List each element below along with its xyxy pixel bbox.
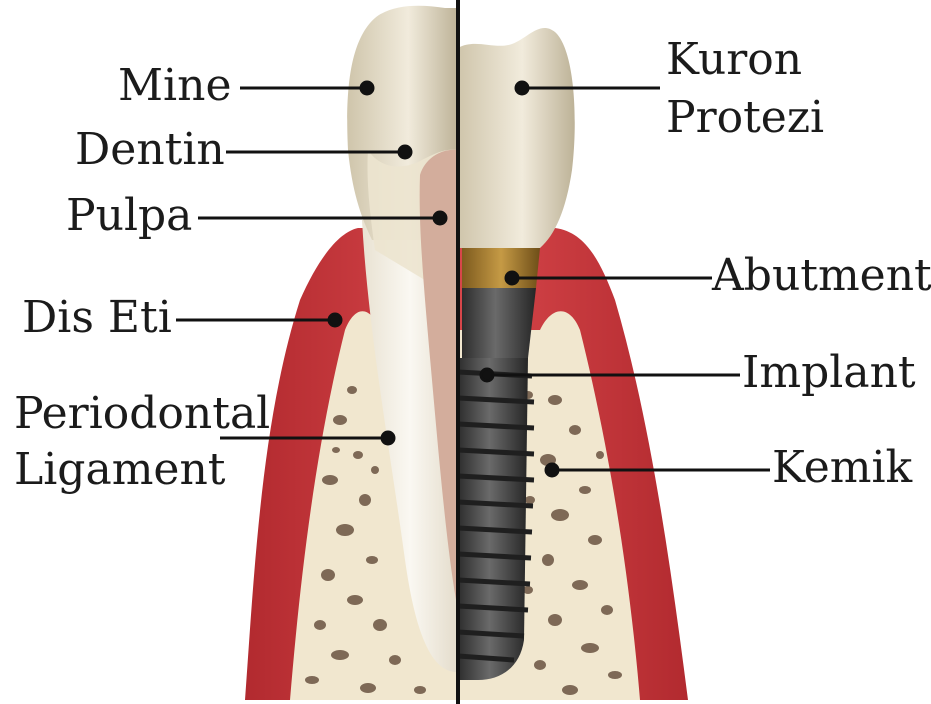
prosthetic-crown [458, 28, 575, 248]
label-kuron: Kuron [666, 36, 802, 84]
label-pulpa: Pulpa [66, 192, 192, 240]
abutment-collar [462, 248, 540, 288]
label-protezi: Protezi [666, 94, 824, 142]
label-ligament: Ligament [14, 446, 225, 494]
label-periodontal: Periodontal [14, 390, 270, 438]
label-dis-eti: Dis Eti [22, 294, 172, 342]
label-mine: Mine [118, 62, 232, 110]
label-kemik: Kemik [772, 444, 912, 492]
label-abutment: Abutment [712, 252, 931, 300]
label-dentin: Dentin [75, 126, 225, 174]
label-implant: Implant [742, 349, 916, 397]
implant-screw [458, 358, 534, 680]
abutment-body [462, 288, 536, 358]
